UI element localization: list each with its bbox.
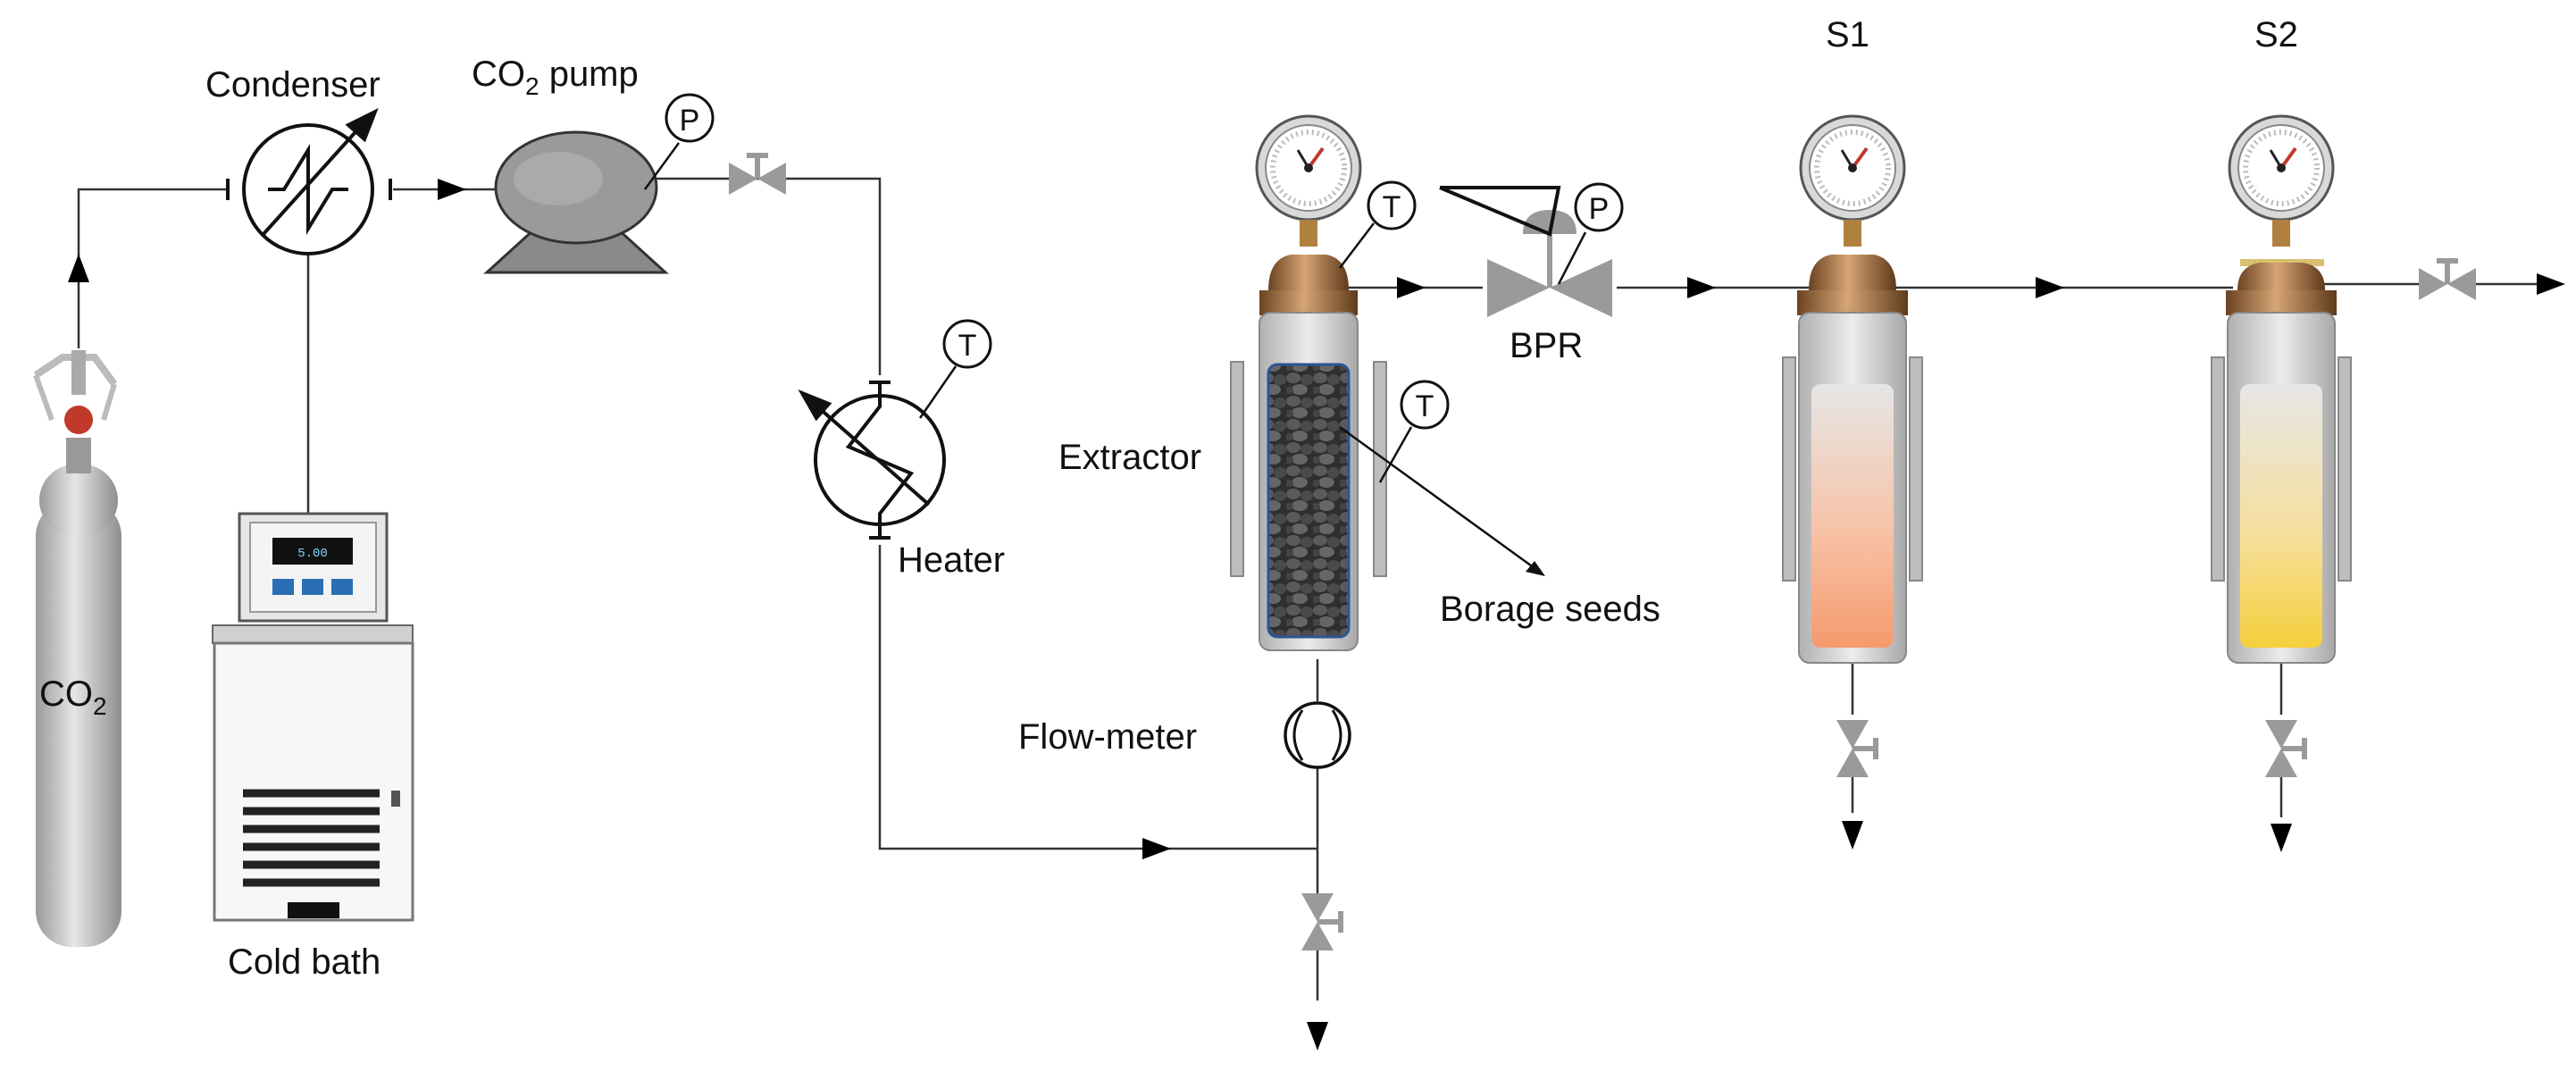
bpr-label: BPR xyxy=(1510,326,1583,365)
svg-text:T: T xyxy=(958,329,977,363)
extractor-vessel xyxy=(1230,116,1387,651)
pressure-gauge-icon xyxy=(2229,116,2333,220)
svg-text:T: T xyxy=(1383,190,1401,224)
back-pressure-regulator-icon[interactable] xyxy=(1439,186,1612,317)
heater-temperature-indicator: T xyxy=(918,319,992,419)
separator-s2 xyxy=(2211,116,2352,664)
valve-icon[interactable] xyxy=(729,155,786,195)
flow-arrow-right-icon xyxy=(438,179,466,200)
flow-meter-icon xyxy=(1284,701,1351,769)
flow-arrow-right-icon xyxy=(2036,277,2064,298)
co2-cylinder-label: CO2 xyxy=(39,674,107,720)
svg-text:P: P xyxy=(1589,192,1610,226)
s1-label: S1 xyxy=(1826,15,1869,54)
extractor-temperature-indicator-top: T xyxy=(1339,180,1417,269)
flow-arrow-right-icon xyxy=(1397,277,1426,298)
pressure-gauge-icon xyxy=(1257,116,1360,220)
condenser-label: Condenser xyxy=(205,65,381,105)
extractor-temperature-indicator-jacket: T xyxy=(1378,380,1450,483)
pressure-gauge-icon xyxy=(1801,116,1904,220)
bath-display: 5.00 xyxy=(297,547,328,561)
cold-bath-icon: 5.00 xyxy=(212,512,414,922)
bpr-pressure-indicator: P xyxy=(1557,182,1624,285)
co2-pump-label: CO2 pump xyxy=(472,54,639,100)
s2-label: S2 xyxy=(2254,15,2298,54)
flow-arrow-up-icon xyxy=(68,254,89,282)
heater-label: Heater xyxy=(898,540,1005,580)
heat-exchanger-icon xyxy=(798,381,946,540)
valve-icon[interactable] xyxy=(1836,720,1876,777)
piping xyxy=(77,177,2537,1000)
borage-seeds-label: Borage seeds xyxy=(1440,590,1660,629)
separator-s1 xyxy=(1782,116,1923,664)
flow-arrow-right-icon xyxy=(1687,277,1716,298)
flow-arrow-right-icon xyxy=(1142,838,1171,859)
pump-pressure-indicator: P xyxy=(643,93,715,190)
valve-icon[interactable] xyxy=(2419,261,2476,300)
flow-meter-label: Flow-meter xyxy=(1018,717,1197,757)
svg-text:T: T xyxy=(1416,389,1434,423)
flow-arrow-down-icon xyxy=(1307,1022,1328,1051)
flow-arrow-right-icon xyxy=(2537,273,2565,295)
pump-icon xyxy=(483,130,669,274)
gas-cylinder-icon xyxy=(33,350,121,947)
flow-arrow-down-icon xyxy=(1842,821,1863,850)
valve-icon[interactable] xyxy=(1301,893,1341,950)
heat-exchanger-icon xyxy=(226,107,392,255)
svg-text:P: P xyxy=(680,104,700,138)
borage-seeds-pointer xyxy=(1339,425,1545,576)
cold-bath-label: Cold bath xyxy=(228,942,381,982)
valve-icon[interactable] xyxy=(2265,720,2304,777)
extractor-label: Extractor xyxy=(1058,438,1201,477)
flow-arrow-down-icon xyxy=(2271,824,2292,852)
